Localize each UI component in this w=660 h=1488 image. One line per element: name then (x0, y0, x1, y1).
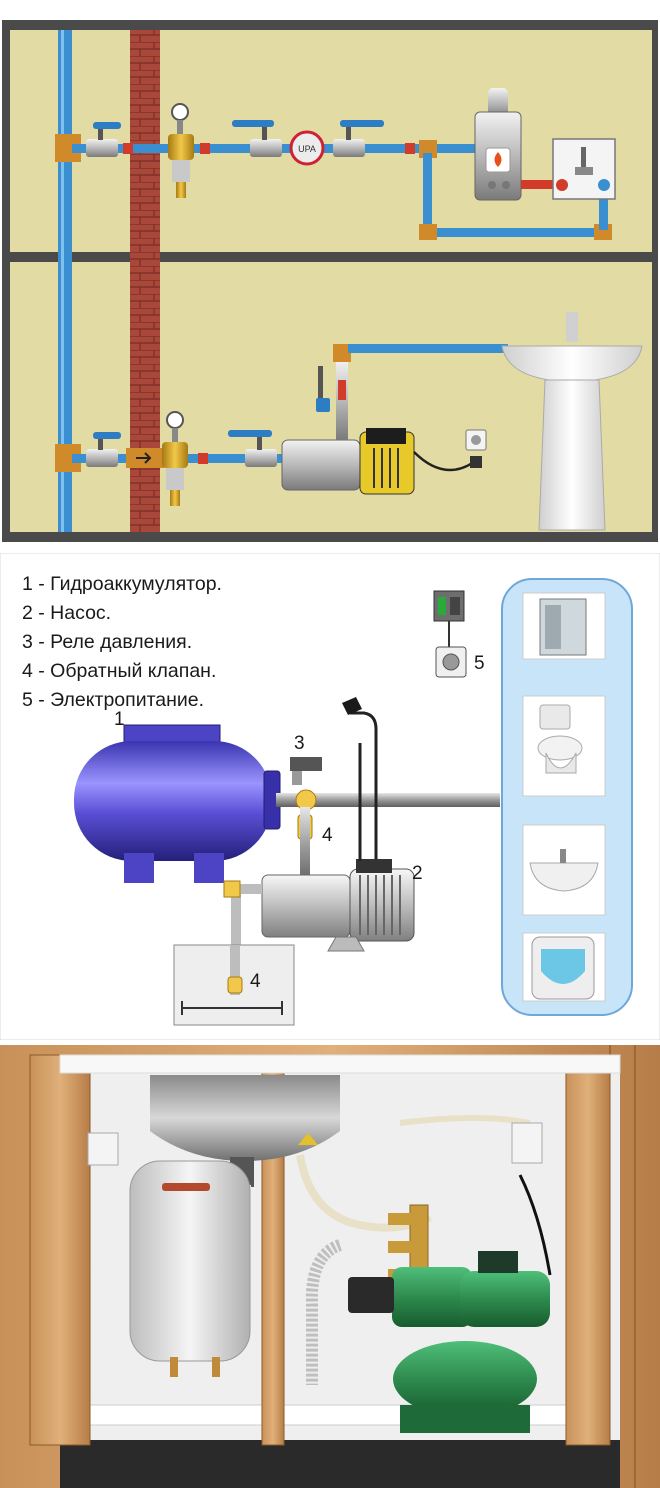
water-heater (129, 1160, 251, 1377)
bottom-return-pipe (423, 228, 608, 237)
toilet-icon (522, 695, 606, 797)
wash-basin-icon (501, 312, 643, 531)
under-sink-installation-illustration (0, 1045, 660, 1488)
ball-valve-3 (333, 139, 365, 157)
legend-item-3: 3 - Реле давления. (22, 631, 193, 653)
surface-pump-icon (281, 428, 415, 495)
callout-3: 3 (294, 733, 305, 754)
return-vertical-pipe (423, 153, 432, 233)
callout-5: 5 (474, 653, 485, 674)
green-pumping-station (392, 1251, 550, 1433)
pumping-station-diagram: 1 3 4 2 4 5 (0, 553, 660, 1040)
pump-power-cable (413, 451, 475, 472)
power-cord (518, 1174, 552, 1276)
plumbing-scheme-panel: UPA (0, 0, 660, 545)
callout-4-lower: 4 (250, 971, 261, 992)
hot-water-pipe (521, 180, 565, 189)
legend-item-1: 1 - Гидроаккумулятор. (22, 573, 222, 595)
cabinet-door-right (565, 1054, 611, 1446)
pump-power-cable (350, 711, 378, 859)
boiler-cold-inlet-pipe (424, 144, 476, 153)
corrugated-hose (305, 1239, 343, 1385)
callout-4-upper: 4 (322, 825, 333, 846)
cabinet-door-left (29, 1054, 91, 1446)
legend-item-4: 4 - Обратный клапан. (22, 660, 217, 682)
pressure-switch (290, 757, 322, 811)
callout-1: 1 (114, 709, 125, 730)
ball-valve-5 (245, 449, 277, 467)
circulation-pump-icon: UPA (289, 130, 325, 166)
ball-valve-4 (86, 449, 118, 467)
filter-with-gauge-2 (162, 411, 188, 506)
distribution-pipe (276, 793, 500, 807)
electric-power-icon (433, 590, 467, 678)
shower-cabin-icon (522, 592, 606, 660)
check-valve-lower (227, 976, 243, 994)
pump-label: UPA (298, 144, 316, 154)
ball-valve-2 (250, 139, 282, 157)
legend: 1 - Гидроаккумулятор. 2 - Насос. 3 - Рел… (22, 570, 222, 715)
mixer-cold-pipe (599, 190, 608, 230)
wall-socket-left (87, 1132, 119, 1166)
water-heater-icon (522, 932, 606, 1002)
electric-pump (261, 859, 415, 952)
sink-icon (522, 824, 606, 916)
legend-item-5: 5 - Электропитание. (22, 689, 205, 711)
water-heater-icon (474, 88, 522, 201)
ball-valve-1 (86, 139, 118, 157)
hydro-accumulator-tank (74, 724, 281, 883)
sink-bowl (150, 1075, 340, 1161)
mixer-tap-icon (552, 138, 616, 200)
legend-item-2: 2 - Насос. (22, 602, 112, 624)
filter-with-gauge-1 (168, 103, 194, 198)
wall-socket-right (511, 1122, 543, 1164)
sink-supply-pipe (348, 344, 508, 353)
plug-icon (342, 697, 362, 715)
callout-2: 2 (412, 863, 423, 884)
